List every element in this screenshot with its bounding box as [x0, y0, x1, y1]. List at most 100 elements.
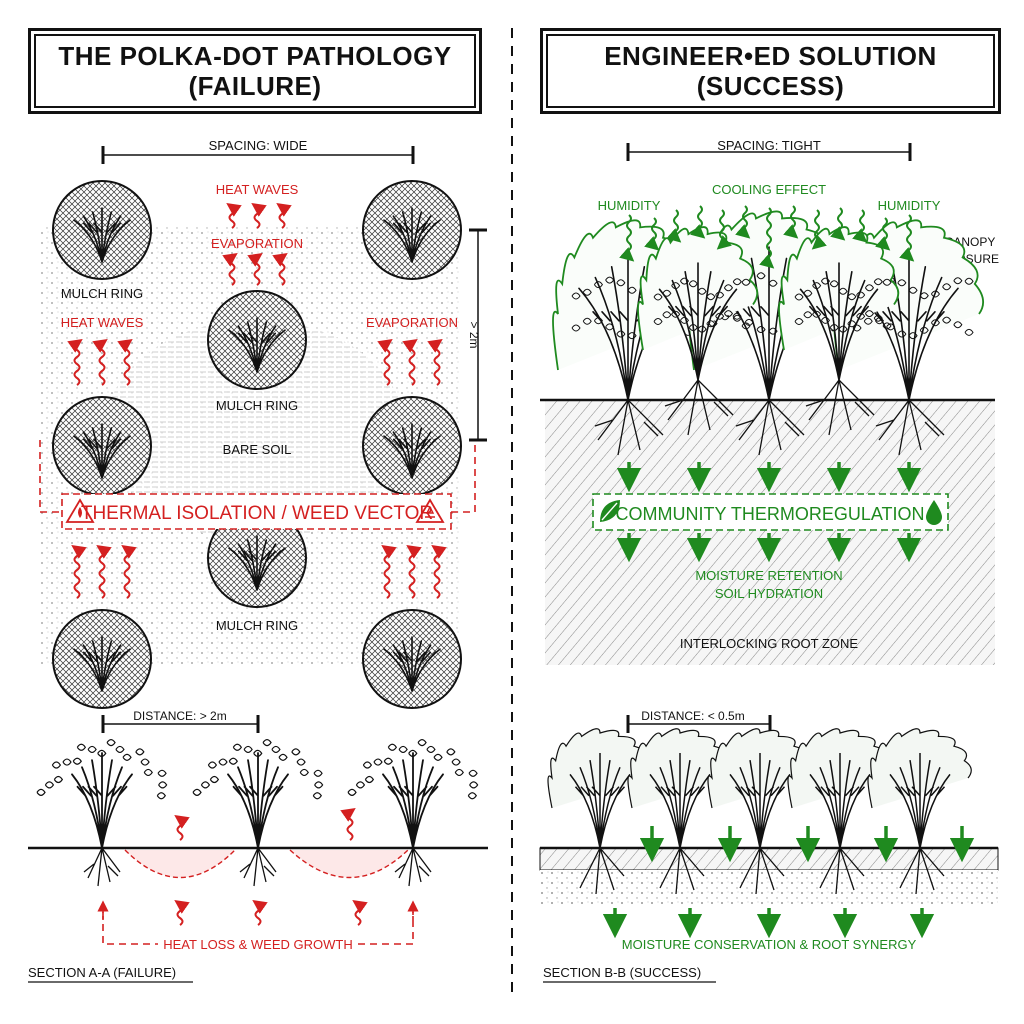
cooling-arrow — [783, 205, 799, 239]
dense-roots — [659, 847, 705, 895]
heat-waves-label-top: HEAT WAVES — [216, 182, 299, 197]
tree-roots — [239, 847, 277, 887]
dense-branches — [889, 753, 951, 849]
dense-branches — [809, 753, 871, 849]
heat-wave-arrow — [71, 544, 87, 599]
dense-roots — [739, 847, 785, 895]
vertical-dimension-label: > 2m — [467, 321, 481, 348]
cooling-arrow — [644, 217, 660, 251]
shrub-branches — [73, 207, 131, 263]
community-thermoregulation-label: COMMUNITY THERMOREGULATION — [615, 504, 924, 524]
cooling-effect-label: COOLING EFFECT — [712, 182, 826, 197]
heat-wave-arrow — [247, 252, 263, 286]
cooling-arrow — [716, 209, 732, 250]
cooling-arrow — [811, 209, 827, 250]
dense-section-tree — [787, 728, 892, 895]
community-thermoregulation-banner — [592, 493, 949, 531]
tree-leaves — [36, 738, 168, 800]
mulch-ring-plant — [52, 396, 152, 496]
canopy-roots — [735, 399, 805, 456]
interlocking-root-zone-label: INTERLOCKING ROOT ZONE — [680, 636, 858, 651]
soil-crack-zone-2 — [289, 849, 409, 879]
water-drop-icon — [926, 500, 942, 525]
heat-wave-arrow — [117, 338, 133, 386]
left-title-line2: (FAILURE) — [188, 71, 322, 101]
heat-wave-arrow — [222, 252, 238, 286]
mulch-ring-plant — [207, 508, 307, 608]
hazard-warning-icon — [415, 498, 445, 523]
shrub-branches — [383, 207, 441, 263]
mulch-ring-plant — [362, 180, 462, 280]
heat-loss-arrow — [352, 899, 368, 926]
mulch-ring-plant — [362, 396, 462, 496]
heat-loss-arrow — [174, 814, 190, 841]
heat-loss-bracket — [102, 912, 414, 945]
tree-branches — [71, 752, 133, 849]
dense-roots — [899, 847, 945, 895]
section-a-label: SECTION A-A (FAILURE) — [28, 965, 176, 980]
cooling-arrow — [852, 209, 868, 243]
hazard-warning-icon-mark — [425, 506, 435, 518]
evaporation-label-right: EVAPORATION — [366, 315, 458, 330]
shrub-branches — [73, 423, 131, 479]
heat-wave-arrow — [402, 338, 418, 386]
bare-soil-label: BARE SOIL — [223, 442, 292, 457]
mulch-ring-plant — [52, 609, 152, 709]
heat-wave-arrow — [251, 202, 267, 229]
cooling-arrow — [830, 207, 846, 241]
distance-tight-label: DISTANCE: < 0.5m — [641, 709, 744, 723]
thermal-isolation-banner-label: THERMAL ISOLATION / WEED VECTOR — [81, 503, 433, 524]
soil-crack-zone-1 — [124, 849, 236, 879]
bare-soil-center — [105, 320, 405, 540]
moisture-retention-label: MOISTURE RETENTION — [695, 568, 842, 583]
fire-warning-icon-flame — [78, 507, 82, 518]
evaporation-label-top: EVAPORATION — [211, 236, 303, 251]
mulch-ring-label-2: MULCH RING — [216, 398, 298, 413]
canopy-roots — [594, 399, 664, 456]
dense-roots — [819, 847, 865, 895]
cooling-arrow — [735, 205, 751, 239]
dense-section-tree — [867, 728, 972, 895]
tree-leaves — [347, 738, 479, 800]
right-section-view: DISTANCE: < 0.5m MOISTURE CONSERVATION &… — [539, 709, 999, 983]
dense-roots — [579, 847, 625, 895]
tree-branches — [382, 752, 444, 849]
cooling-arrow — [875, 217, 891, 251]
heat-wave-arrow — [377, 338, 393, 386]
shrub-branches — [73, 636, 131, 692]
right-title-line2: (SUCCESS) — [696, 71, 845, 101]
heat-wave-arrow — [431, 544, 447, 599]
tree-roots — [83, 847, 121, 887]
thermal-isolation-banner — [61, 493, 452, 530]
canopy-leaves — [794, 277, 892, 333]
mulch-ring-plant — [362, 609, 462, 709]
heat-wave-arrow — [67, 338, 83, 386]
fire-warning-icon — [65, 498, 95, 523]
cooling-arrow — [690, 205, 706, 239]
left-section-view: DISTANCE: > 2m HEAT LOSS & WEED GROWTH S… — [28, 709, 488, 983]
tree-roots — [394, 847, 432, 887]
left-plan-view: SPACING: WIDE > 2m MULCH RING MULCH RING… — [39, 138, 487, 709]
dense-branches — [649, 753, 711, 849]
mulch-ring-label-1: MULCH RING — [61, 286, 143, 301]
spacing-tight-label: SPACING: TIGHT — [717, 138, 821, 153]
canopy-roots — [875, 399, 945, 456]
heat-wave-arrow — [406, 544, 422, 599]
mulch-ring-plant — [52, 180, 152, 280]
spacing-wide-label: SPACING: WIDE — [209, 138, 308, 153]
mulch-ring-label-3: MULCH RING — [216, 618, 298, 633]
shrub-branches — [383, 423, 441, 479]
right-title-box: ENGINEER•ED SOLUTION (SUCCESS) — [540, 28, 1001, 114]
dense-branches — [729, 753, 791, 849]
dense-branches — [569, 753, 631, 849]
cooling-arrow — [619, 214, 635, 262]
section-tree — [36, 738, 168, 887]
cooling-arrow — [759, 207, 775, 269]
soil-hydration-label: SOIL HYDRATION — [715, 586, 823, 601]
heat-waves-label-left: HEAT WAVES — [61, 315, 144, 330]
cooling-arrow — [899, 214, 915, 262]
right-top-view: SPACING: TIGHT HUMIDITY COOLING EFFECT H… — [540, 138, 999, 665]
root-zone-soil — [545, 400, 995, 665]
